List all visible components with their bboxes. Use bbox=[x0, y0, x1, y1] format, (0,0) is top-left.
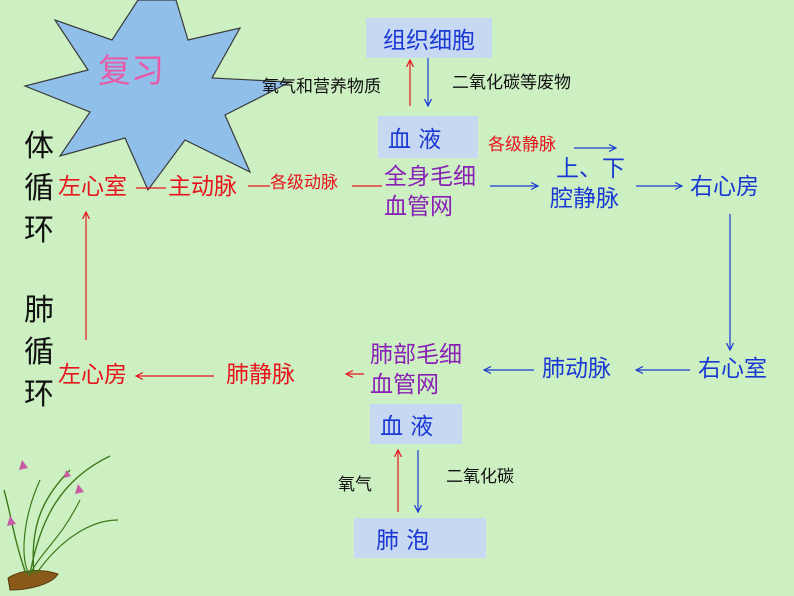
systemic-char-3: 环 bbox=[24, 213, 54, 248]
left-ventricle-label: 左心室 bbox=[58, 174, 127, 200]
arteries-label: 各级动脉 bbox=[270, 173, 338, 193]
review-starburst bbox=[23, 0, 293, 192]
pulmonary-char-2: 循 bbox=[24, 335, 54, 370]
systemic-char-1: 体 bbox=[24, 129, 54, 164]
review-label: 复习 bbox=[98, 51, 164, 90]
right-atrium-label: 右心房 bbox=[690, 174, 759, 200]
blood-bottom-box: 血 液 bbox=[370, 404, 462, 444]
tissue-cells-label: 组织细胞 bbox=[383, 28, 475, 54]
blood-top-box: 血 液 bbox=[378, 116, 478, 158]
orchid-decoration bbox=[3, 455, 119, 591]
body-capillaries-line1: 全身毛细 bbox=[384, 164, 476, 190]
co2-wastes-label: 二氧化碳等废物 bbox=[452, 73, 571, 93]
vena-cava-line2: 腔静脉 bbox=[550, 186, 619, 212]
lung-capillaries-line2: 血管网 bbox=[370, 372, 439, 398]
body-capillaries-line2: 血管网 bbox=[384, 194, 453, 220]
veins-label: 各级静脉 bbox=[488, 135, 556, 155]
right-ventricle-label: 右心室 bbox=[698, 356, 767, 382]
tissue-cells-box: 组织细胞 bbox=[366, 18, 492, 58]
pulmonary-char-3: 环 bbox=[24, 377, 54, 412]
systemic-char-2: 循 bbox=[24, 171, 54, 206]
co2-label: 二氧化碳 bbox=[446, 467, 514, 487]
blood-bottom-label: 血 液 bbox=[380, 414, 434, 440]
oxygen-label: 氧气 bbox=[338, 475, 372, 495]
left-atrium-label: 左心房 bbox=[58, 362, 127, 388]
pulmonary-char-1: 肺 bbox=[24, 293, 54, 328]
alveoli-label: 肺 泡 bbox=[376, 528, 430, 554]
oxygen-nutrients-label: 氧气和营养物质 bbox=[262, 77, 381, 97]
aorta-label: 主动脉 bbox=[168, 174, 237, 200]
pulmonary-artery-label: 肺动脉 bbox=[542, 356, 611, 382]
pulmonary-vein-label: 肺静脉 bbox=[226, 362, 295, 388]
lung-capillaries-line1: 肺部毛细 bbox=[370, 342, 462, 368]
alveoli-box: 肺 泡 bbox=[354, 518, 486, 558]
vena-cava-line1: 上、下 bbox=[556, 156, 625, 182]
blood-top-label: 血 液 bbox=[388, 127, 442, 153]
